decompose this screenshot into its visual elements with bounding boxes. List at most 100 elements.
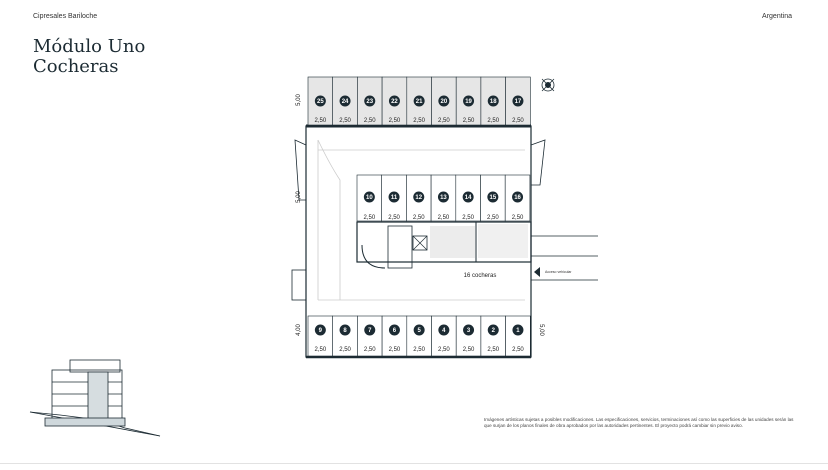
stall-number-badge [413, 191, 425, 203]
stall-number: 12 [415, 195, 422, 201]
parking-stall-13: 132,50 [430, 174, 457, 222]
dimension-bottom-right: 5,00 [538, 324, 544, 336]
parking-stall-24: 242,50 [332, 76, 358, 126]
parking-stall-12: 122,50 [406, 174, 432, 222]
stall-number-badge [512, 324, 524, 336]
parking-count: 16 cocheras [464, 273, 497, 279]
parking-stall-23: 232,50 [357, 76, 383, 126]
stall-width-label: 2,50 [364, 118, 376, 124]
stall-number: 8 [343, 328, 347, 334]
stall-number-badge [314, 324, 326, 336]
stall-width-label: 2,50 [487, 215, 499, 221]
parking-stall-22: 222,50 [381, 76, 408, 126]
stall-number-badge [512, 95, 524, 107]
stall-width-label: 2,50 [389, 347, 401, 353]
stall-number-badge [462, 191, 474, 203]
stall-number: 24 [342, 99, 349, 105]
stall-width-label: 2,50 [438, 118, 450, 124]
stall-number-badge [364, 324, 376, 336]
parking-stall-6: 62,50 [381, 315, 408, 357]
stall-number: 6 [393, 328, 397, 334]
stall-width-label: 2,50 [315, 118, 327, 124]
stall-number: 9 [319, 328, 323, 334]
parking-stall-1: 12,50 [505, 315, 531, 357]
stall-width-label: 2,50 [487, 347, 499, 353]
stall-width-label: 2,50 [364, 215, 376, 221]
parking-stall-15: 152,50 [480, 174, 506, 222]
stall-number-badge [314, 95, 326, 107]
access-label: Acceso vehicular [545, 270, 572, 274]
stall-width-label: 2,50 [487, 118, 499, 124]
disclaimer: Imágenes artísticas sujetas a posibles m… [484, 417, 794, 428]
parking-stall-20: 202,50 [431, 76, 457, 126]
stall-number: 2 [492, 328, 496, 334]
stall-width-label: 2,50 [462, 215, 474, 221]
stall-number: 23 [366, 99, 373, 105]
parking-stall-8: 82,50 [332, 315, 358, 357]
parking-stall-4: 42,50 [431, 315, 457, 357]
compass-icon [541, 78, 555, 92]
stall-number: 3 [467, 328, 471, 334]
stall-width-label: 2,50 [388, 215, 400, 221]
stall-width-label: 2,50 [438, 215, 450, 221]
stall-width-label: 2,50 [315, 347, 327, 353]
stall-number-badge [388, 95, 400, 107]
dimension-bottom-left: 4,00 [296, 324, 302, 336]
stall-number-badge [437, 191, 449, 203]
parking-stall-5: 52,50 [406, 315, 432, 357]
title-line-2: Cocheras [33, 56, 119, 77]
parking-stall-11: 112,50 [381, 174, 407, 222]
parking-stall-25: 252,50 [307, 76, 334, 126]
stall-number: 11 [391, 195, 398, 201]
stall-number: 1 [516, 328, 520, 334]
parking-stall-17: 172,50 [505, 76, 531, 126]
stall-number-badge [363, 191, 375, 203]
stall-number: 5 [417, 328, 421, 334]
stall-number-badge [463, 324, 475, 336]
stall-number: 14 [465, 195, 472, 201]
stall-width-label: 2,50 [463, 118, 475, 124]
stall-number: 19 [465, 99, 472, 105]
stall-width-label: 2,50 [438, 347, 450, 353]
parking-stall-2: 22,50 [480, 315, 506, 357]
stall-width-label: 2,50 [339, 118, 351, 124]
parking-stall-14: 142,50 [455, 174, 481, 222]
stall-number: 17 [515, 99, 522, 105]
stall-number-badge [487, 191, 499, 203]
elevator [412, 235, 428, 251]
stall-number: 25 [317, 99, 324, 105]
stall-width-label: 2,50 [364, 347, 376, 353]
stall-number-badge [413, 95, 425, 107]
stall-number: 7 [368, 328, 372, 334]
stall-number: 10 [366, 195, 373, 201]
stall-number-badge [413, 324, 425, 336]
stall-width-label: 2,50 [512, 215, 524, 221]
dimension-middle: 5,00 [296, 191, 302, 203]
building-elevation-sketch [29, 359, 161, 437]
stall-width-label: 2,50 [512, 118, 524, 124]
stall-number-badge [388, 324, 400, 336]
brand-name: Cipresales Bariloche [33, 13, 98, 20]
stall-number-badge [438, 324, 450, 336]
stall-number: 15 [490, 195, 497, 201]
divider [0, 463, 828, 464]
stall-number-badge [438, 95, 450, 107]
stall-number: 16 [514, 195, 521, 201]
stall-number-badge [512, 191, 524, 203]
stall-width-label: 2,50 [463, 347, 475, 353]
stairs [387, 225, 413, 269]
parking-stall-19: 192,50 [455, 76, 482, 126]
core [356, 221, 532, 263]
stall-number: 13 [440, 195, 447, 201]
stall-width-label: 2,50 [512, 347, 524, 353]
parking-stall-3: 32,50 [455, 315, 482, 357]
stall-number-badge [487, 95, 499, 107]
stall-width-label: 2,50 [339, 347, 351, 353]
dimension-top: 5,00 [296, 94, 302, 106]
stall-width-label: 2,50 [413, 215, 425, 221]
stall-number-badge [339, 95, 351, 107]
stall-number-badge [339, 324, 351, 336]
parking-stall-16: 162,50 [504, 174, 531, 222]
page-title: Módulo Uno Cocheras [33, 37, 145, 77]
